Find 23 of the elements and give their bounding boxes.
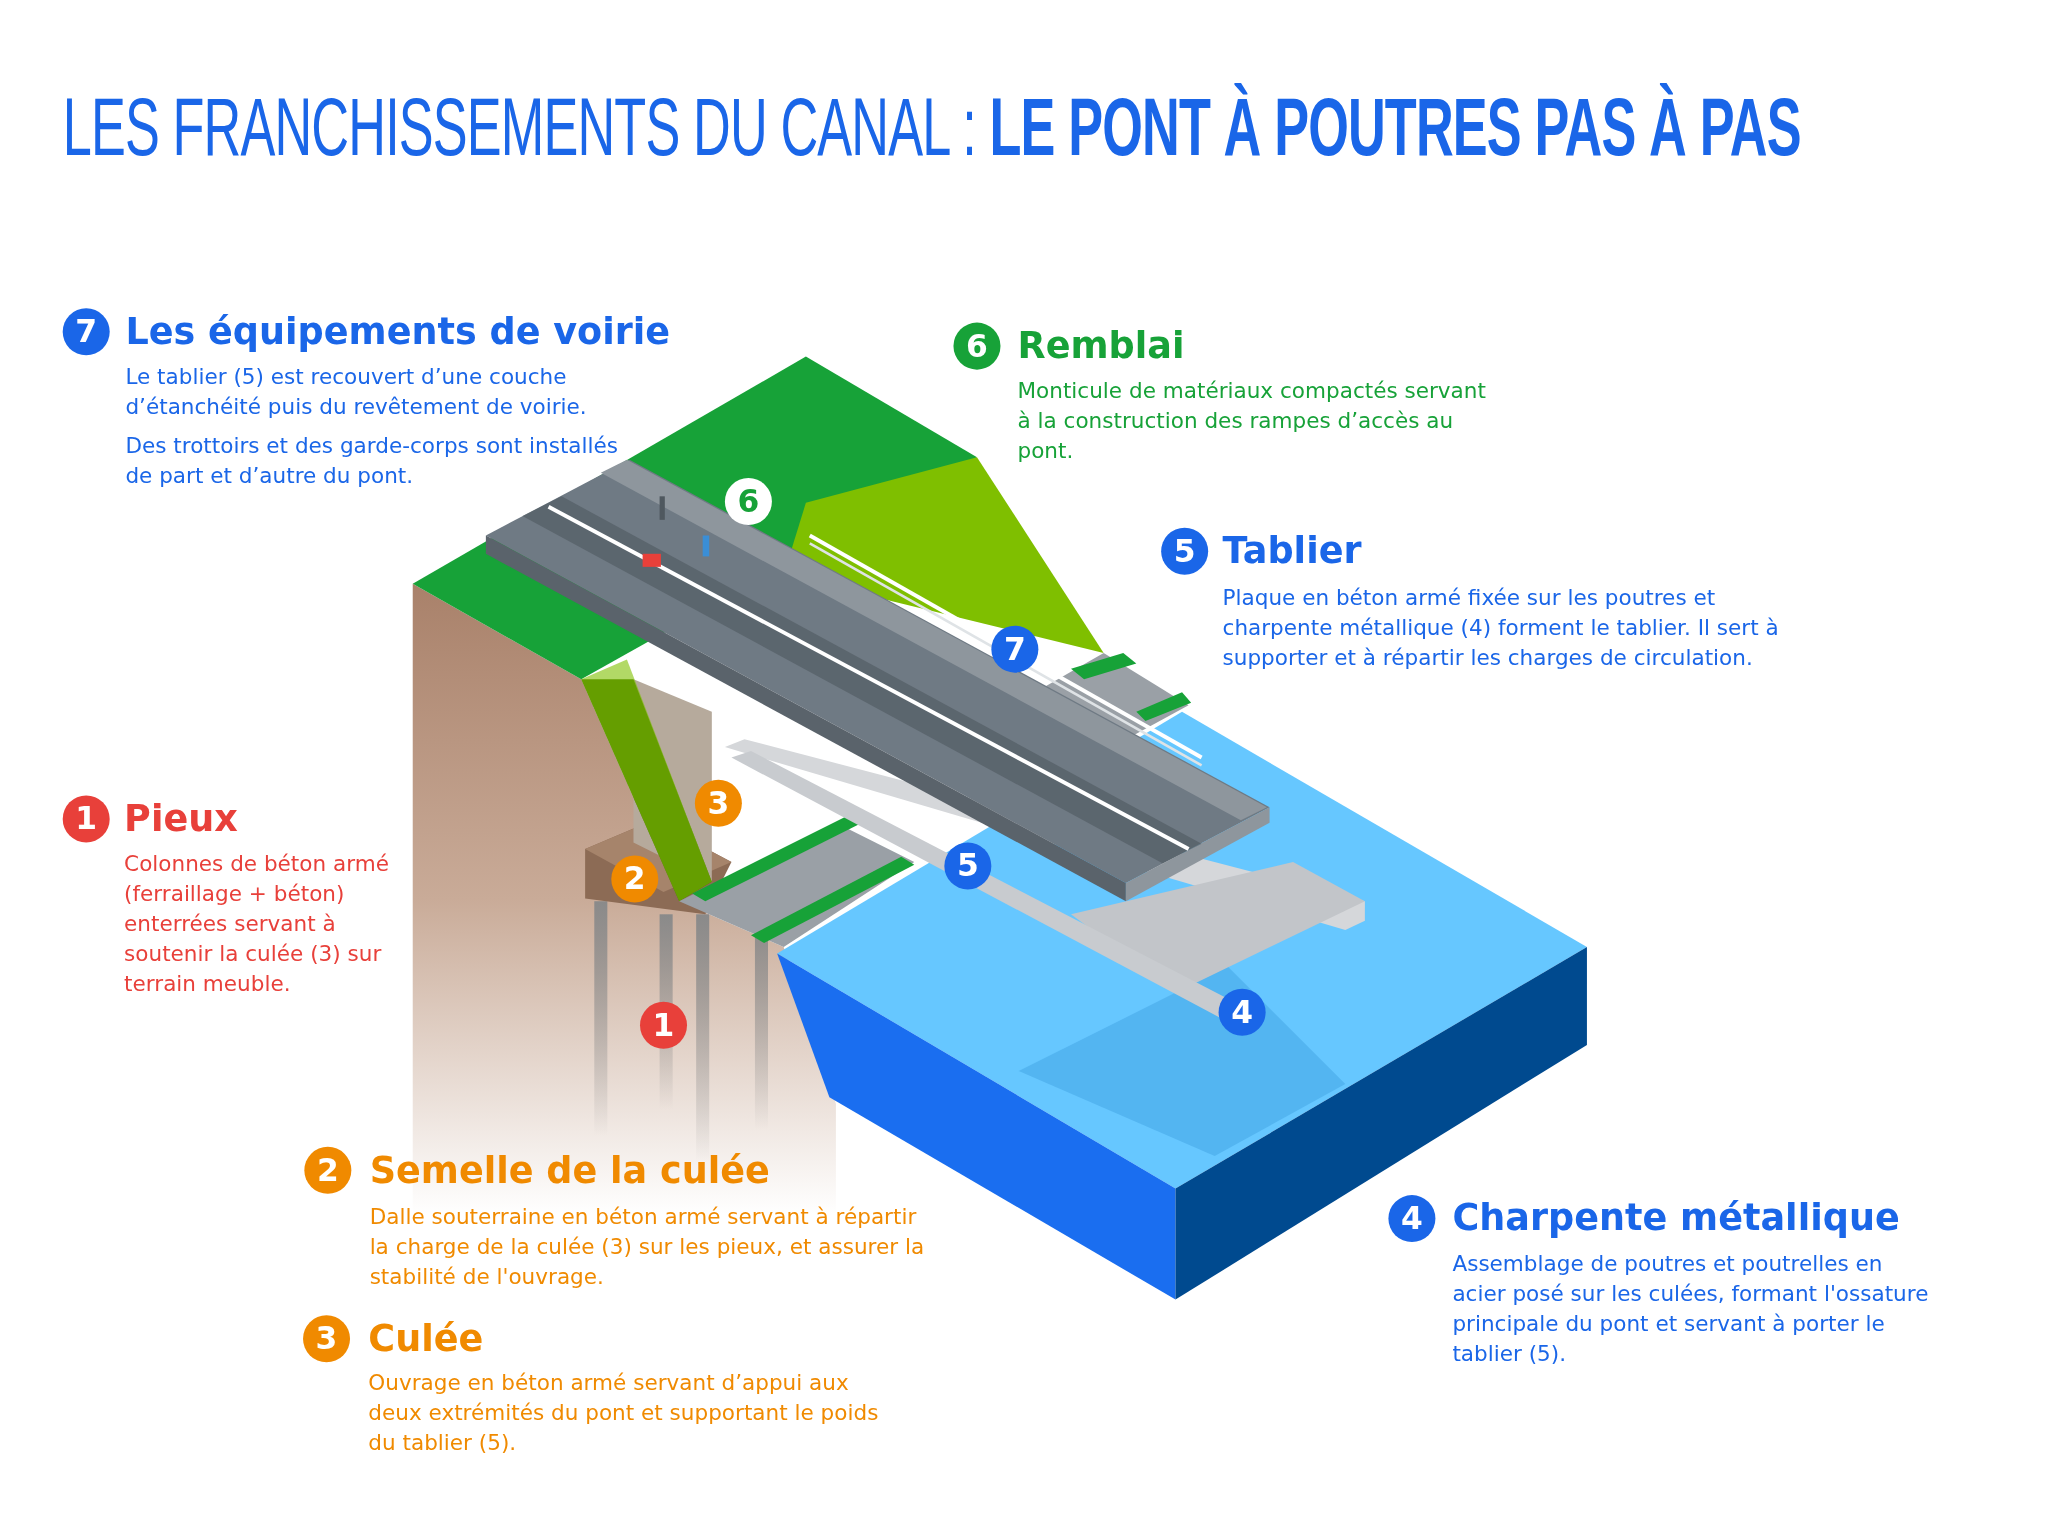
description-text: Monticule de matériaux compactés servant à la construction des rampes d’accès au pont. [1017, 377, 1487, 466]
description-text: Le tablier (5) est recouvert d’une couche d’étanchéité puis du revêtement de voirie. [125, 363, 588, 422]
description-text: Dalle souterraine en béton armé servant à répartir la charge de la culée (3) sur les pieux, et assurer la stabilité de l'ouvrage. [369, 1203, 926, 1292]
callout-number: 6 [953, 322, 1001, 370]
page-title: LES FRANCHISSEMENTS DU CANAL : LE PONT À POUTRES PAS À PAS [62, 81, 1801, 174]
description-text: Des trottoirs et des garde-corps sont installés de part et d’autre du pont. [125, 432, 620, 491]
section-heading: Remblai [1017, 323, 1185, 369]
description-text: Plaque en béton armé fixée sur les poutres et charpente métallique (4) forment le tablier. Il sert à supporter et à répartir les charges de circulation. [1222, 584, 1780, 673]
callout-number: 2 [304, 1146, 352, 1194]
callout-number: 1 [62, 795, 110, 843]
section-heading: Semelle de la culée [369, 1149, 770, 1194]
callout-number: 3 [303, 1315, 351, 1363]
section-heading: Culée [368, 1316, 484, 1361]
section-heading: Tablier [1222, 529, 1362, 574]
callout-number: 5 [1161, 527, 1209, 575]
section-heading: Pieux [124, 796, 238, 842]
description-text: Assemblage de poutres et poutrelles en acier posé sur les culées, formant l'ossature principale du pont et servant à porter le tablier (5). [1452, 1250, 1930, 1369]
description-text: Colonnes de béton armé (ferraillage + béton) enterrées servant à soutenir la culée (3) sur terrain meuble. [124, 850, 390, 999]
section-heading: Les équipements de voirie [125, 309, 671, 354]
section-heading: Charpente métallique [1452, 1196, 1900, 1241]
callout-number: 4 [1388, 1195, 1436, 1243]
description-text: Ouvrage en béton armé servant d’appui aux deux extrémités du pont et supportant le poids du tablier (5). [368, 1369, 880, 1457]
callout-number: 7 [62, 308, 110, 356]
